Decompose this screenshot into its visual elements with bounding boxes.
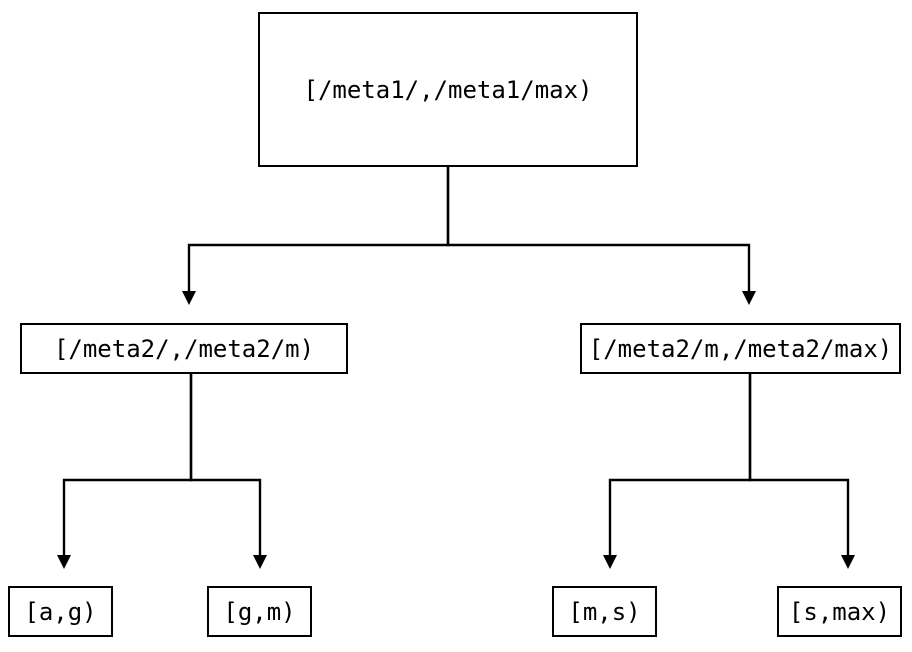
tree-node-mid-left-label: [/meta2/,/meta2/m) xyxy=(53,334,315,363)
tree-node-leaf-ms-label: [m,s) xyxy=(568,597,641,626)
tree-node-leaf-smax[interactable]: [s,max) xyxy=(777,586,902,637)
tree-node-leaf-smax-label: [s,max) xyxy=(788,597,891,626)
tree-node-leaf-ag-label: [a,g) xyxy=(24,597,97,626)
tree-node-mid-right-label: [/meta2/m,/meta2/max) xyxy=(588,334,893,363)
edge-root-mid-right xyxy=(446,167,756,305)
arrowhead-icon xyxy=(57,555,71,569)
tree-node-leaf-ag[interactable]: [a,g) xyxy=(8,586,113,637)
arrowhead-icon xyxy=(603,555,617,569)
tree-node-root-label: [/meta1/,/meta1/max) xyxy=(303,75,593,104)
arrowhead-icon xyxy=(742,291,756,305)
arrowhead-icon xyxy=(253,555,267,569)
tree-node-mid-left[interactable]: [/meta2/,/meta2/m) xyxy=(20,323,348,374)
tree-node-leaf-gm-label: [g,m) xyxy=(223,597,296,626)
tree-node-mid-right[interactable]: [/meta2/m,/meta2/max) xyxy=(580,323,901,374)
tree-node-root[interactable]: [/meta1/,/meta1/max) xyxy=(258,12,638,167)
edge-mid-right-leaf-ms xyxy=(603,374,752,569)
edge-mid-right-leaf-smax xyxy=(748,374,855,569)
arrowhead-icon xyxy=(841,555,855,569)
tree-node-leaf-gm[interactable]: [g,m) xyxy=(207,586,312,637)
tree-node-leaf-ms[interactable]: [m,s) xyxy=(552,586,657,637)
edge-mid-left-leaf-gm xyxy=(189,374,267,569)
arrowhead-icon xyxy=(182,291,196,305)
edge-mid-left-leaf-ag xyxy=(57,374,193,569)
edge-root-mid-left xyxy=(182,167,450,305)
